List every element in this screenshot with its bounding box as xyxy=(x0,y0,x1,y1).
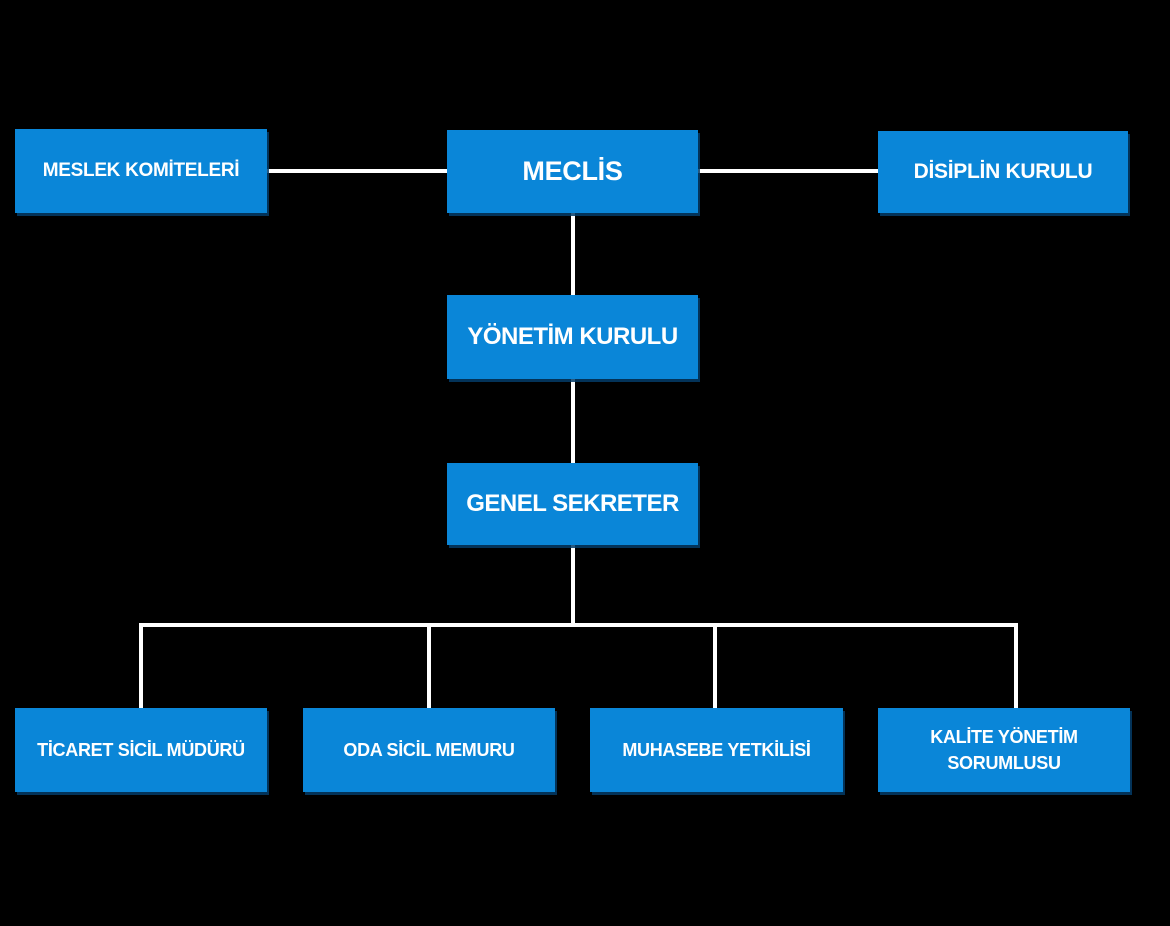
connector-bus-kalite-yonetim-sorumlusu xyxy=(1014,623,1018,708)
org-node-meslek-komiteleri: MESLEK KOMİTELERİ xyxy=(15,129,267,213)
org-node-yonetim-kurulu: YÖNETİM KURULU xyxy=(447,295,698,379)
org-node-muhasebe-yetkilisi: MUHASEBE YETKİLİSİ xyxy=(590,708,843,792)
org-node-oda-sicil-memuru: ODA SİCİL MEMURU xyxy=(303,708,555,792)
org-node-label: YÖNETİM KURULU xyxy=(467,323,678,350)
org-node-genel-sekreter: GENEL SEKRETER xyxy=(447,463,698,545)
connector-bus-muhasebe-yetkilisi xyxy=(713,623,717,708)
connector-yonetim-kurulu-genel-sekreter xyxy=(571,379,575,463)
org-node-kalite-yonetim-sorumlusu: KALİTE YÖNETİM SORUMLUSU xyxy=(878,708,1130,792)
connector-meclis-disiplin-kurulu xyxy=(698,169,878,173)
org-node-label: DİSİPLİN KURULU xyxy=(913,160,1093,183)
connector-genel-sekreter-bus xyxy=(571,545,575,626)
connector-bus-oda-sicil-memuru xyxy=(427,623,431,708)
org-node-disiplin-kurulu: DİSİPLİN KURULU xyxy=(878,131,1128,213)
org-node-label: ODA SİCİL MEMURU xyxy=(343,739,515,760)
org-node-label: MESLEK KOMİTELERİ xyxy=(42,160,240,181)
org-node-label: MUHASEBE YETKİLİSİ xyxy=(622,739,811,760)
org-node-label: GENEL SEKRETER xyxy=(466,490,679,517)
connector-meclis-meslek-komiteleri xyxy=(267,169,447,173)
connector-bus-ticaret-sicil-muduru xyxy=(139,623,143,708)
connector-meclis-yonetim-kurulu xyxy=(571,213,575,295)
org-node-meclis: MECLİS xyxy=(447,130,698,213)
org-node-label: KALİTE YÖNETİM SORUMLUSU xyxy=(930,727,1078,773)
org-node-label: TİCARET SİCİL MÜDÜRÜ xyxy=(37,739,245,760)
org-node-ticaret-sicil-muduru: TİCARET SİCİL MÜDÜRÜ xyxy=(15,708,267,792)
connector-bus-horizontal xyxy=(139,623,1018,627)
org-node-label: MECLİS xyxy=(522,156,623,186)
